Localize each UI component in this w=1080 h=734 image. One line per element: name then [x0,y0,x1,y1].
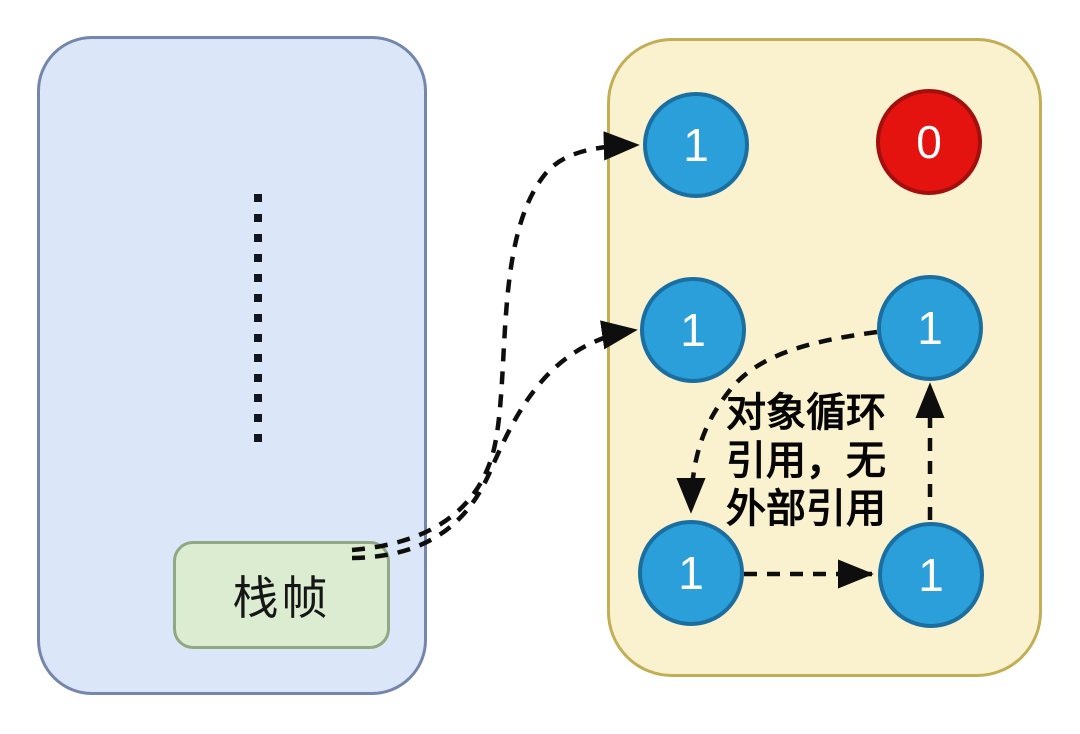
stack-ellipsis-dot [254,334,262,342]
stack-ellipsis-dot [254,194,262,202]
stack-ellipsis-dot [254,234,262,242]
stack-ellipsis-dot [254,434,262,442]
stack-ellipsis-dot [254,254,262,262]
stack-ellipsis-dot [254,394,262,402]
ref-count-label: 1 [678,547,704,599]
cycle-annotation-line: 引用，无 [726,439,886,483]
cycle-annotation-line: 外部引用 [726,487,886,531]
stack-region: 栈帧 [37,36,427,695]
stack-ellipsis-dot [254,374,262,382]
ref-count-label: 1 [683,119,709,171]
ref-count-label: 1 [680,304,706,356]
heap-object-bottom-right: 1 [878,522,984,628]
stack-ellipsis-dot [254,314,262,322]
heap-object-mid-right: 1 [877,275,983,381]
ref-count-label: 1 [918,549,944,601]
stack-ellipsis-dot [254,354,262,362]
cycle-annotation: 对象循环 引用，无 外部引用 [716,389,896,533]
stack-ellipsis-dot [254,274,262,282]
stack-frame-node: 栈帧 [173,541,390,649]
stack-ellipsis [254,194,262,442]
stack-frame-label: 栈帧 [232,572,331,624]
heap-object-bottom-left: 1 [638,520,744,626]
ref-count-label: 0 [916,116,942,168]
stack-ellipsis-dot [254,214,262,222]
heap-object-top-right: 0 [876,89,982,195]
cycle-annotation-line: 对象循环 [726,391,886,435]
ref-count-label: 1 [917,302,943,354]
stack-ellipsis-dot [254,294,262,302]
heap-object-top-left: 1 [643,92,749,198]
heap-object-mid-left: 1 [640,277,746,383]
stack-ellipsis-dot [254,414,262,422]
